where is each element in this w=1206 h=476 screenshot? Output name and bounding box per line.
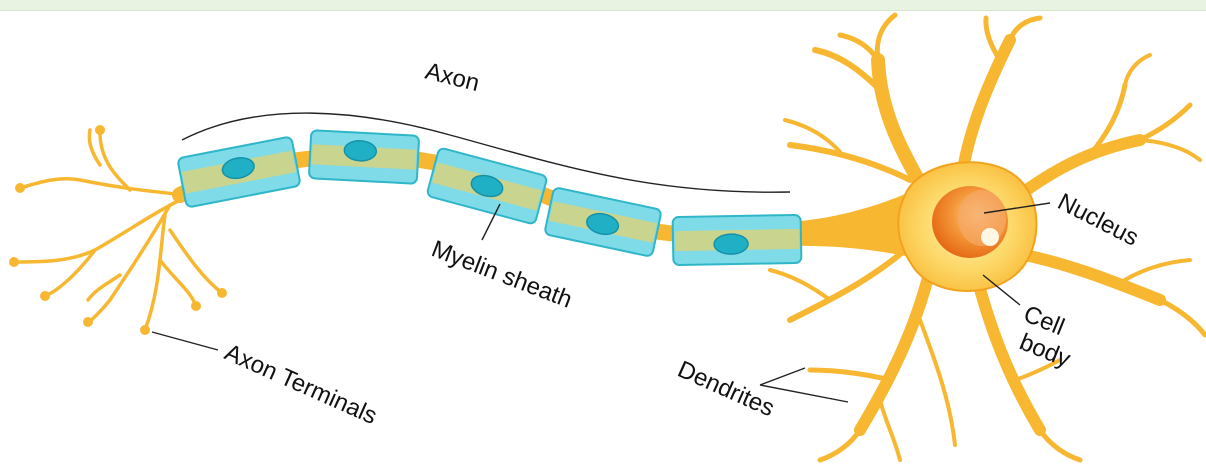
terminal-knob [217, 288, 227, 298]
myelin-sheath-label: Myelin sheath [428, 235, 576, 313]
terminal-knob [83, 317, 93, 327]
myelin-segment [426, 147, 547, 224]
dendrites-label: Dendrites [674, 356, 779, 422]
terminal-knob [95, 125, 105, 135]
terminal-knob [191, 301, 201, 311]
myelin-segment [309, 130, 419, 184]
axon-terminals-label: Axon Terminals [221, 339, 381, 430]
myelin-segment [177, 136, 300, 207]
nucleolus [981, 228, 999, 246]
terminal-knob [15, 183, 25, 193]
terminal-knob [9, 257, 19, 267]
myelin-segment [544, 187, 662, 257]
myelin-sheath [177, 130, 801, 265]
myelin-segment [673, 215, 802, 265]
axon-terminals-leader [152, 332, 218, 350]
terminal-knob [140, 325, 150, 335]
nucleus-label: Nucleus [1053, 188, 1143, 251]
terminal-knob [40, 291, 50, 301]
axon-label: Axon [423, 58, 483, 97]
